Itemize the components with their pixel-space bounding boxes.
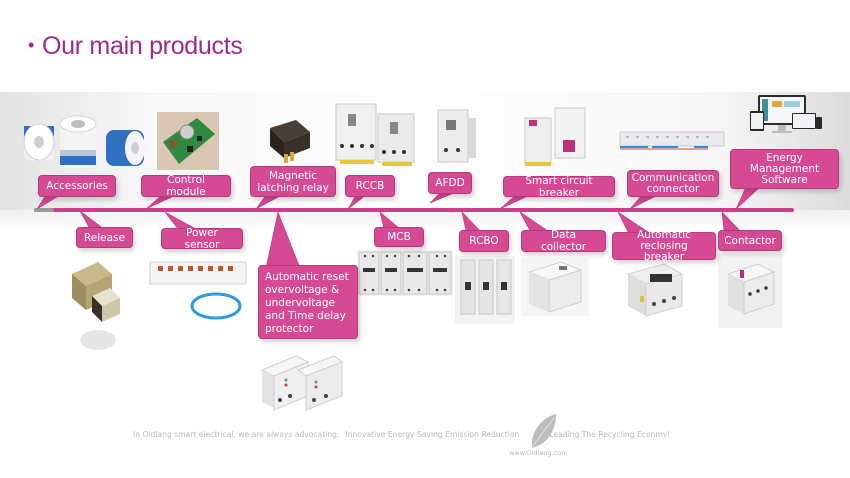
slogan-part2: Innovative Energy-Saving Emission Reduct…	[345, 430, 520, 439]
footer-slogan: In Oldlang smart electrical, we are alwa…	[133, 430, 670, 439]
callout-label-line: protector	[265, 323, 314, 335]
title-bullet: •	[28, 35, 35, 55]
callout-label-line: Automatic reset	[265, 271, 349, 283]
callout-label: Accessories	[46, 180, 108, 192]
contactor-image	[718, 254, 782, 328]
callout-release[interactable]: Release	[76, 227, 133, 248]
smart-circuit-breaker-image	[524, 107, 586, 166]
communication-connector-image	[619, 131, 725, 150]
callout-label-line: overvoltage &	[265, 284, 340, 296]
callout-label-line: Management	[749, 162, 820, 175]
callout-label-line: connector	[646, 182, 700, 195]
accessories-image	[23, 115, 145, 168]
timeline-start-cap	[34, 208, 54, 212]
callout-label: Release	[83, 231, 126, 244]
callout-label-line: Magnetic	[268, 169, 318, 182]
control-module-image	[157, 112, 219, 170]
website-link[interactable]: www.Oldlang.com	[509, 449, 568, 457]
callout-afdd[interactable]: AFDD	[428, 172, 472, 194]
timeline-line	[34, 208, 794, 212]
callout-label: MCB	[387, 231, 411, 243]
callout-label: AFDD	[435, 177, 465, 189]
afdd-image	[437, 109, 476, 163]
callout-label: Data collector	[540, 229, 587, 253]
callout-communication-connector[interactable]: Communication connector	[627, 170, 719, 197]
callout-label-line: Communication	[631, 171, 715, 184]
callout-label: Control module	[166, 174, 206, 198]
callout-label: Smart circuit breaker	[525, 174, 593, 199]
callout-label-line: undervoltage	[265, 297, 335, 309]
callout-protector[interactable]: Automatic reset overvoltage & undervolta…	[258, 265, 358, 339]
callout-label: RCCB	[355, 180, 385, 192]
callout-magnetic-latching-relay[interactable]: Magnetic latching relay	[250, 166, 336, 197]
data-collector-image	[521, 258, 589, 316]
automatic-reclosing-breaker-image	[626, 263, 684, 317]
mcb-image	[357, 250, 453, 296]
release-image	[72, 262, 120, 350]
callout-power-sensor[interactable]: Power sensor	[161, 226, 243, 251]
callout-label-line: Software	[761, 173, 808, 186]
leaf-icon	[531, 414, 556, 449]
callout-energy-management-software[interactable]: Energy Management Software	[730, 149, 839, 189]
callout-label-line: latching relay	[257, 181, 329, 194]
callout-contactor[interactable]: Contactor	[718, 230, 782, 251]
callout-label: Power sensor	[184, 226, 220, 251]
callout-label-line: and Time delay	[265, 310, 346, 322]
power-sensor-image	[149, 261, 247, 320]
callout-rccb[interactable]: RCCB	[345, 175, 395, 197]
rcbo-image	[455, 256, 515, 324]
slogan-part3: Leading The Recycling Econmy!	[549, 430, 671, 439]
callout-label: RCBO	[469, 235, 499, 247]
callout-smart-circuit-breaker[interactable]: Smart circuit breaker	[503, 174, 615, 199]
rccb-image	[335, 103, 415, 166]
callout-rcbo[interactable]: RCBO	[459, 230, 509, 252]
magnetic-latching-relay-image	[270, 120, 310, 163]
callout-data-collector[interactable]: Data collector	[521, 229, 606, 253]
slogan-part1: In Oldlang smart electrical, we are alwa…	[133, 430, 340, 439]
energy-management-software-image	[750, 95, 822, 133]
slide-title: • Our main products	[28, 32, 243, 61]
protector-image	[260, 355, 344, 411]
callout-label-line: reclosing breaker	[640, 239, 688, 263]
title-text: Our main products	[42, 32, 243, 60]
callout-control-module[interactable]: Control module	[141, 174, 231, 198]
callout-automatic-reclosing-breaker[interactable]: Automatic reclosing breaker	[612, 228, 716, 263]
callout-label-line: Automatic	[637, 228, 691, 241]
callout-mcb[interactable]: MCB	[374, 227, 424, 247]
callout-label-line: Energy	[766, 151, 803, 164]
callout-accessories[interactable]: Accessories	[38, 175, 116, 197]
callout-label: Contactor	[724, 234, 776, 247]
